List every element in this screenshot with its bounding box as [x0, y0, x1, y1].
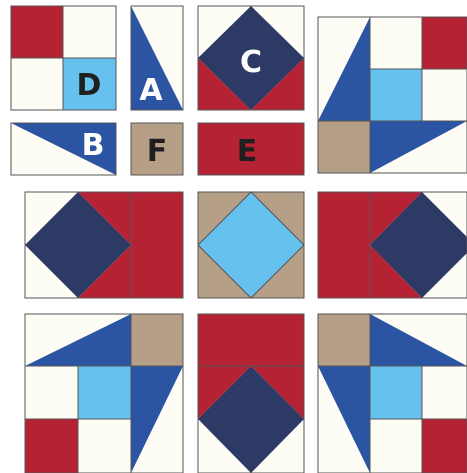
piece-e-label: E — [237, 134, 258, 169]
piece-a-label: A — [139, 73, 163, 108]
piece-c-diamond-square: C — [198, 6, 304, 110]
piece-f-label: F — [147, 134, 168, 169]
piece-d-four-patch: D — [11, 6, 116, 110]
assembled-corner-unit-bottom-right — [318, 314, 467, 473]
piece-a-tall-triangle: A — [131, 6, 183, 110]
assembled-corner-unit-top-right — [318, 17, 467, 173]
piece-f-tan-square: F — [131, 123, 183, 175]
assembled-center-square — [198, 192, 304, 298]
piece-b-long-triangle: B — [11, 123, 116, 175]
piece-c-label: C — [240, 45, 262, 80]
piece-d-label: D — [77, 68, 102, 103]
assembled-side-unit-middle-left — [25, 192, 183, 298]
piece-b-label: B — [82, 128, 105, 163]
assembled-side-unit-bottom-center — [198, 314, 304, 473]
piece-e-red-rectangle: E — [198, 123, 304, 175]
assembled-side-unit-middle-right — [318, 192, 467, 298]
assembled-corner-unit-bottom-left — [25, 314, 183, 473]
